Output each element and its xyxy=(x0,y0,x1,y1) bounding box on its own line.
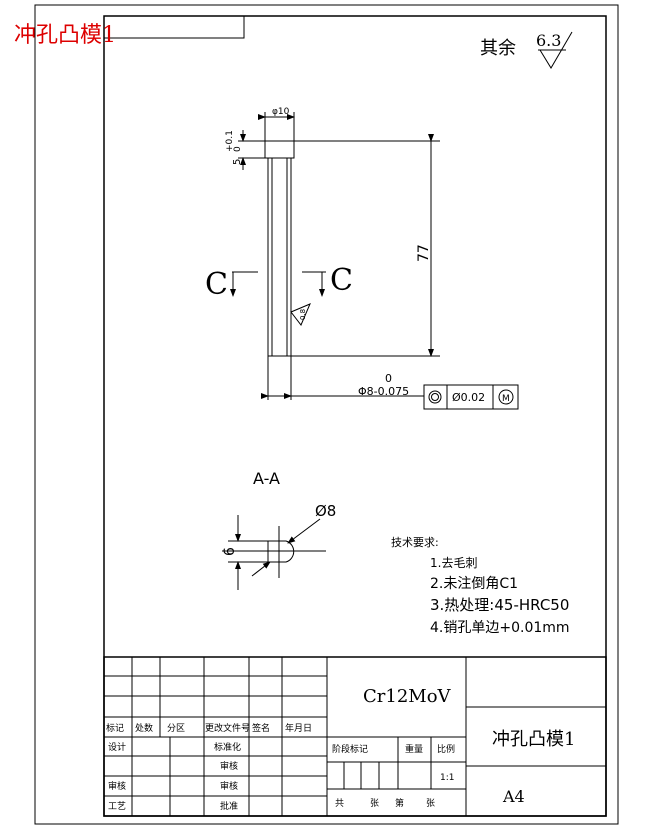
section-title: A-A xyxy=(253,469,280,488)
dim-head-len: 5 xyxy=(232,159,243,165)
section-label-right: C xyxy=(330,263,353,298)
title-block xyxy=(103,656,607,817)
tb-h-sign: 签名 xyxy=(252,722,270,734)
section-view xyxy=(222,515,326,590)
tb-page-unit: 张 xyxy=(426,798,435,809)
dim-head-tol-zero: 0 xyxy=(233,146,243,152)
tech-item-4: 4.销孔单边+0.01mm xyxy=(430,620,570,636)
tech-heading: 技术要求: xyxy=(391,536,439,549)
dim-local-roughness: 0.8 xyxy=(299,309,307,320)
tb-page-no: 第 xyxy=(395,797,404,809)
tech-item-2: 2.未注倒角C1 xyxy=(430,576,518,592)
tb-approve2: 批准 xyxy=(220,800,238,812)
roughness-value: 6.3 xyxy=(536,31,561,50)
header-title: 冲孔凸模1 xyxy=(14,23,116,48)
roughness-label: 其余 xyxy=(480,38,516,59)
tb-design: 设计 xyxy=(108,741,126,753)
tb-h-zone: 分区 xyxy=(167,723,185,734)
tb-check: 审核 xyxy=(220,760,238,772)
tb-approve: 审核 xyxy=(220,780,238,792)
tb-scale: 1:1 xyxy=(440,773,454,783)
code-box xyxy=(103,15,245,39)
tb-stage: 阶段标记 xyxy=(332,743,368,755)
tb-h-mark: 标记 xyxy=(106,722,124,734)
tb-part-name: 冲孔凸模1 xyxy=(492,729,575,750)
tb-review: 审核 xyxy=(108,780,126,792)
dim-length: 77 xyxy=(416,244,432,262)
tb-pages-total: 共 xyxy=(335,798,344,809)
tb-pages-unit: 张 xyxy=(370,798,379,809)
roughness-symbol: 其余 6.3 xyxy=(480,31,573,69)
tolerance-modifier: M xyxy=(502,394,510,404)
section-dia: Ø8 xyxy=(315,502,336,520)
tb-process: 工艺 xyxy=(108,801,126,812)
tech-item-1: 1.去毛刺 xyxy=(430,556,477,570)
dim-shaft-dia: Φ8-0.075 xyxy=(358,385,409,398)
tb-weight: 重量 xyxy=(405,743,423,755)
sheet-outer-border xyxy=(34,4,619,825)
tech-item-3: 3.热处理:45-HRC50 xyxy=(430,596,569,614)
tolerance-value: Ø0.02 xyxy=(452,391,485,404)
tb-size: A4 xyxy=(502,787,525,806)
tb-h-date: 年月日 xyxy=(285,722,312,734)
dim-top-dia: φ10 xyxy=(272,107,290,117)
dim-head-tol-plus: +0.1 xyxy=(225,130,235,152)
section-label-left: C xyxy=(205,267,228,302)
tolerance-frame: Ø0.02 M xyxy=(423,384,519,410)
tb-standard: 标准化 xyxy=(214,741,241,753)
punch-front-view xyxy=(230,112,440,400)
dim-shaft-tol-upper: 0 xyxy=(385,372,392,385)
tb-ratio: 比例 xyxy=(437,743,455,755)
tb-h-count: 处数 xyxy=(135,722,153,734)
section-flat: 6 xyxy=(222,547,238,556)
tb-h-doc: 更改文件号 xyxy=(205,722,250,734)
tb-material: Cr12MoV xyxy=(363,686,452,707)
